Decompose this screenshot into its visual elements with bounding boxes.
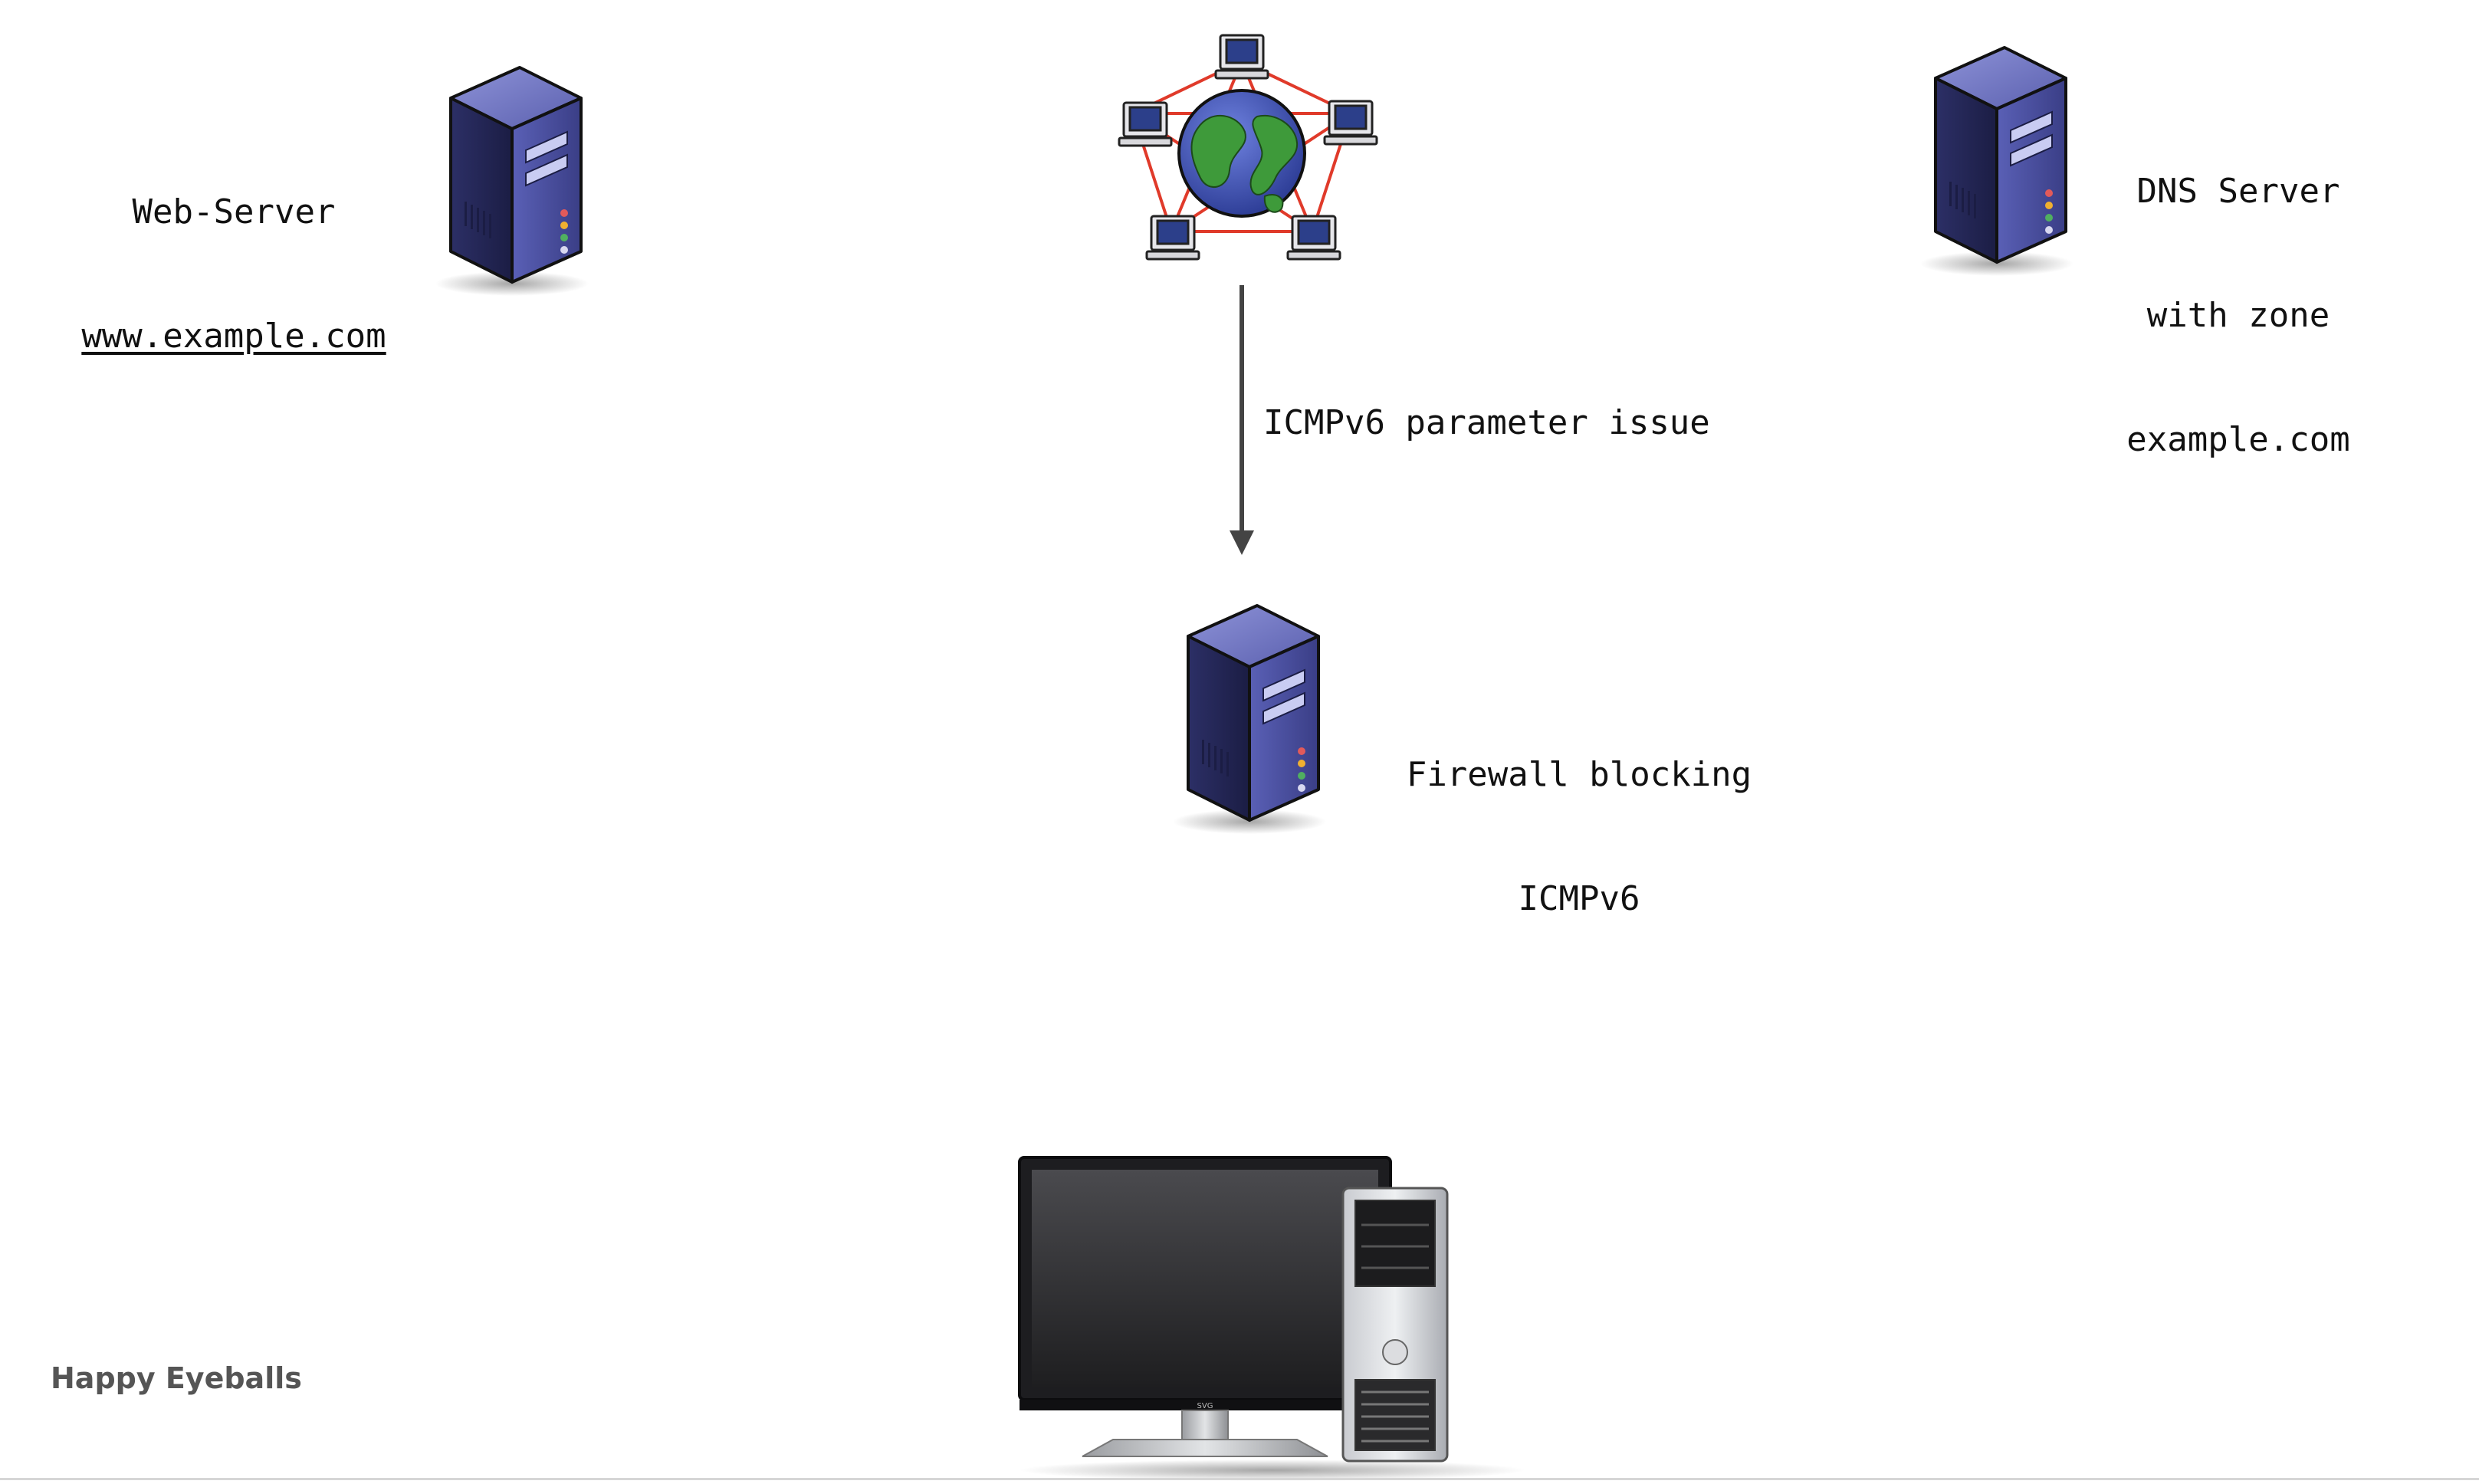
bottom-divider — [0, 1478, 2479, 1480]
monitor-brand-text: SVG — [1197, 1402, 1213, 1410]
firewall-label: Firewall blocking ICMPv6 — [1380, 671, 1778, 1003]
edge-label-icmpv6-parameter-issue: ICMPv6 parameter issue — [1263, 403, 1710, 442]
web-server-host-link[interactable]: www.example.com — [81, 317, 386, 356]
internet-globe-network-icon — [1118, 34, 1378, 261]
web-server-icon — [434, 66, 590, 297]
firewall-line2: ICMPv6 — [1518, 879, 1640, 918]
edge-internet-to-firewall — [1230, 285, 1254, 555]
dns-server-label: DNS Server with zone example.com — [2085, 88, 2392, 543]
dns-server-icon — [1919, 46, 2075, 277]
web-server-name: Web-Server — [132, 192, 336, 231]
dns-server-line2: with zone — [2146, 296, 2330, 335]
firewall-server-icon — [1171, 604, 1328, 836]
dns-server-line1: DNS Server — [2136, 172, 2340, 211]
web-server-label: Web-Server www.example.com — [77, 109, 391, 440]
firewall-line1: Firewall blocking — [1406, 755, 1752, 794]
dns-server-line3: example.com — [2126, 420, 2350, 459]
slide-title: Happy Eyeballs — [51, 1361, 302, 1395]
desktop-computer-icon: SVG — [1018, 1156, 1525, 1481]
